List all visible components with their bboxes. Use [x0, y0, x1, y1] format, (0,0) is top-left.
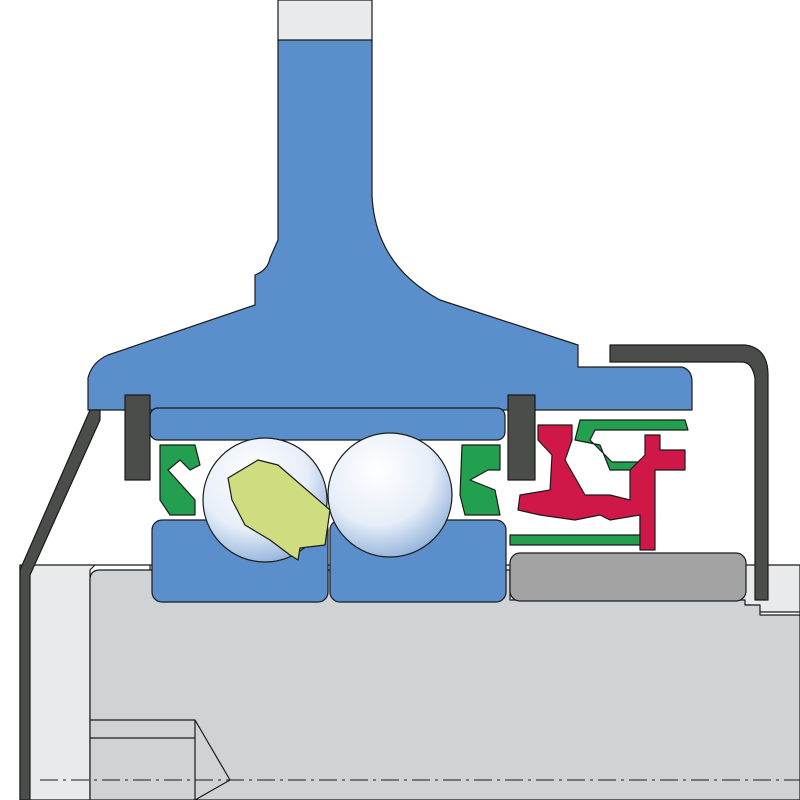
seal-right-green: [509, 419, 689, 546]
top-stub: [277, 0, 373, 43]
housing: [87, 39, 693, 411]
cage: [227, 459, 331, 561]
seal-red: [517, 424, 686, 551]
seal-left: [159, 444, 201, 516]
shaft: [89, 569, 800, 800]
ball-right: [327, 432, 453, 558]
shaft-bore: [90, 719, 231, 800]
end-cover: [609, 344, 769, 601]
left-wall: [19, 409, 101, 800]
snap-ring-left: [124, 394, 151, 481]
snap-ring-right: [507, 394, 536, 481]
seal-middle: [459, 444, 501, 516]
spacer-ring: [509, 552, 747, 602]
outer-ring: [149, 407, 506, 441]
